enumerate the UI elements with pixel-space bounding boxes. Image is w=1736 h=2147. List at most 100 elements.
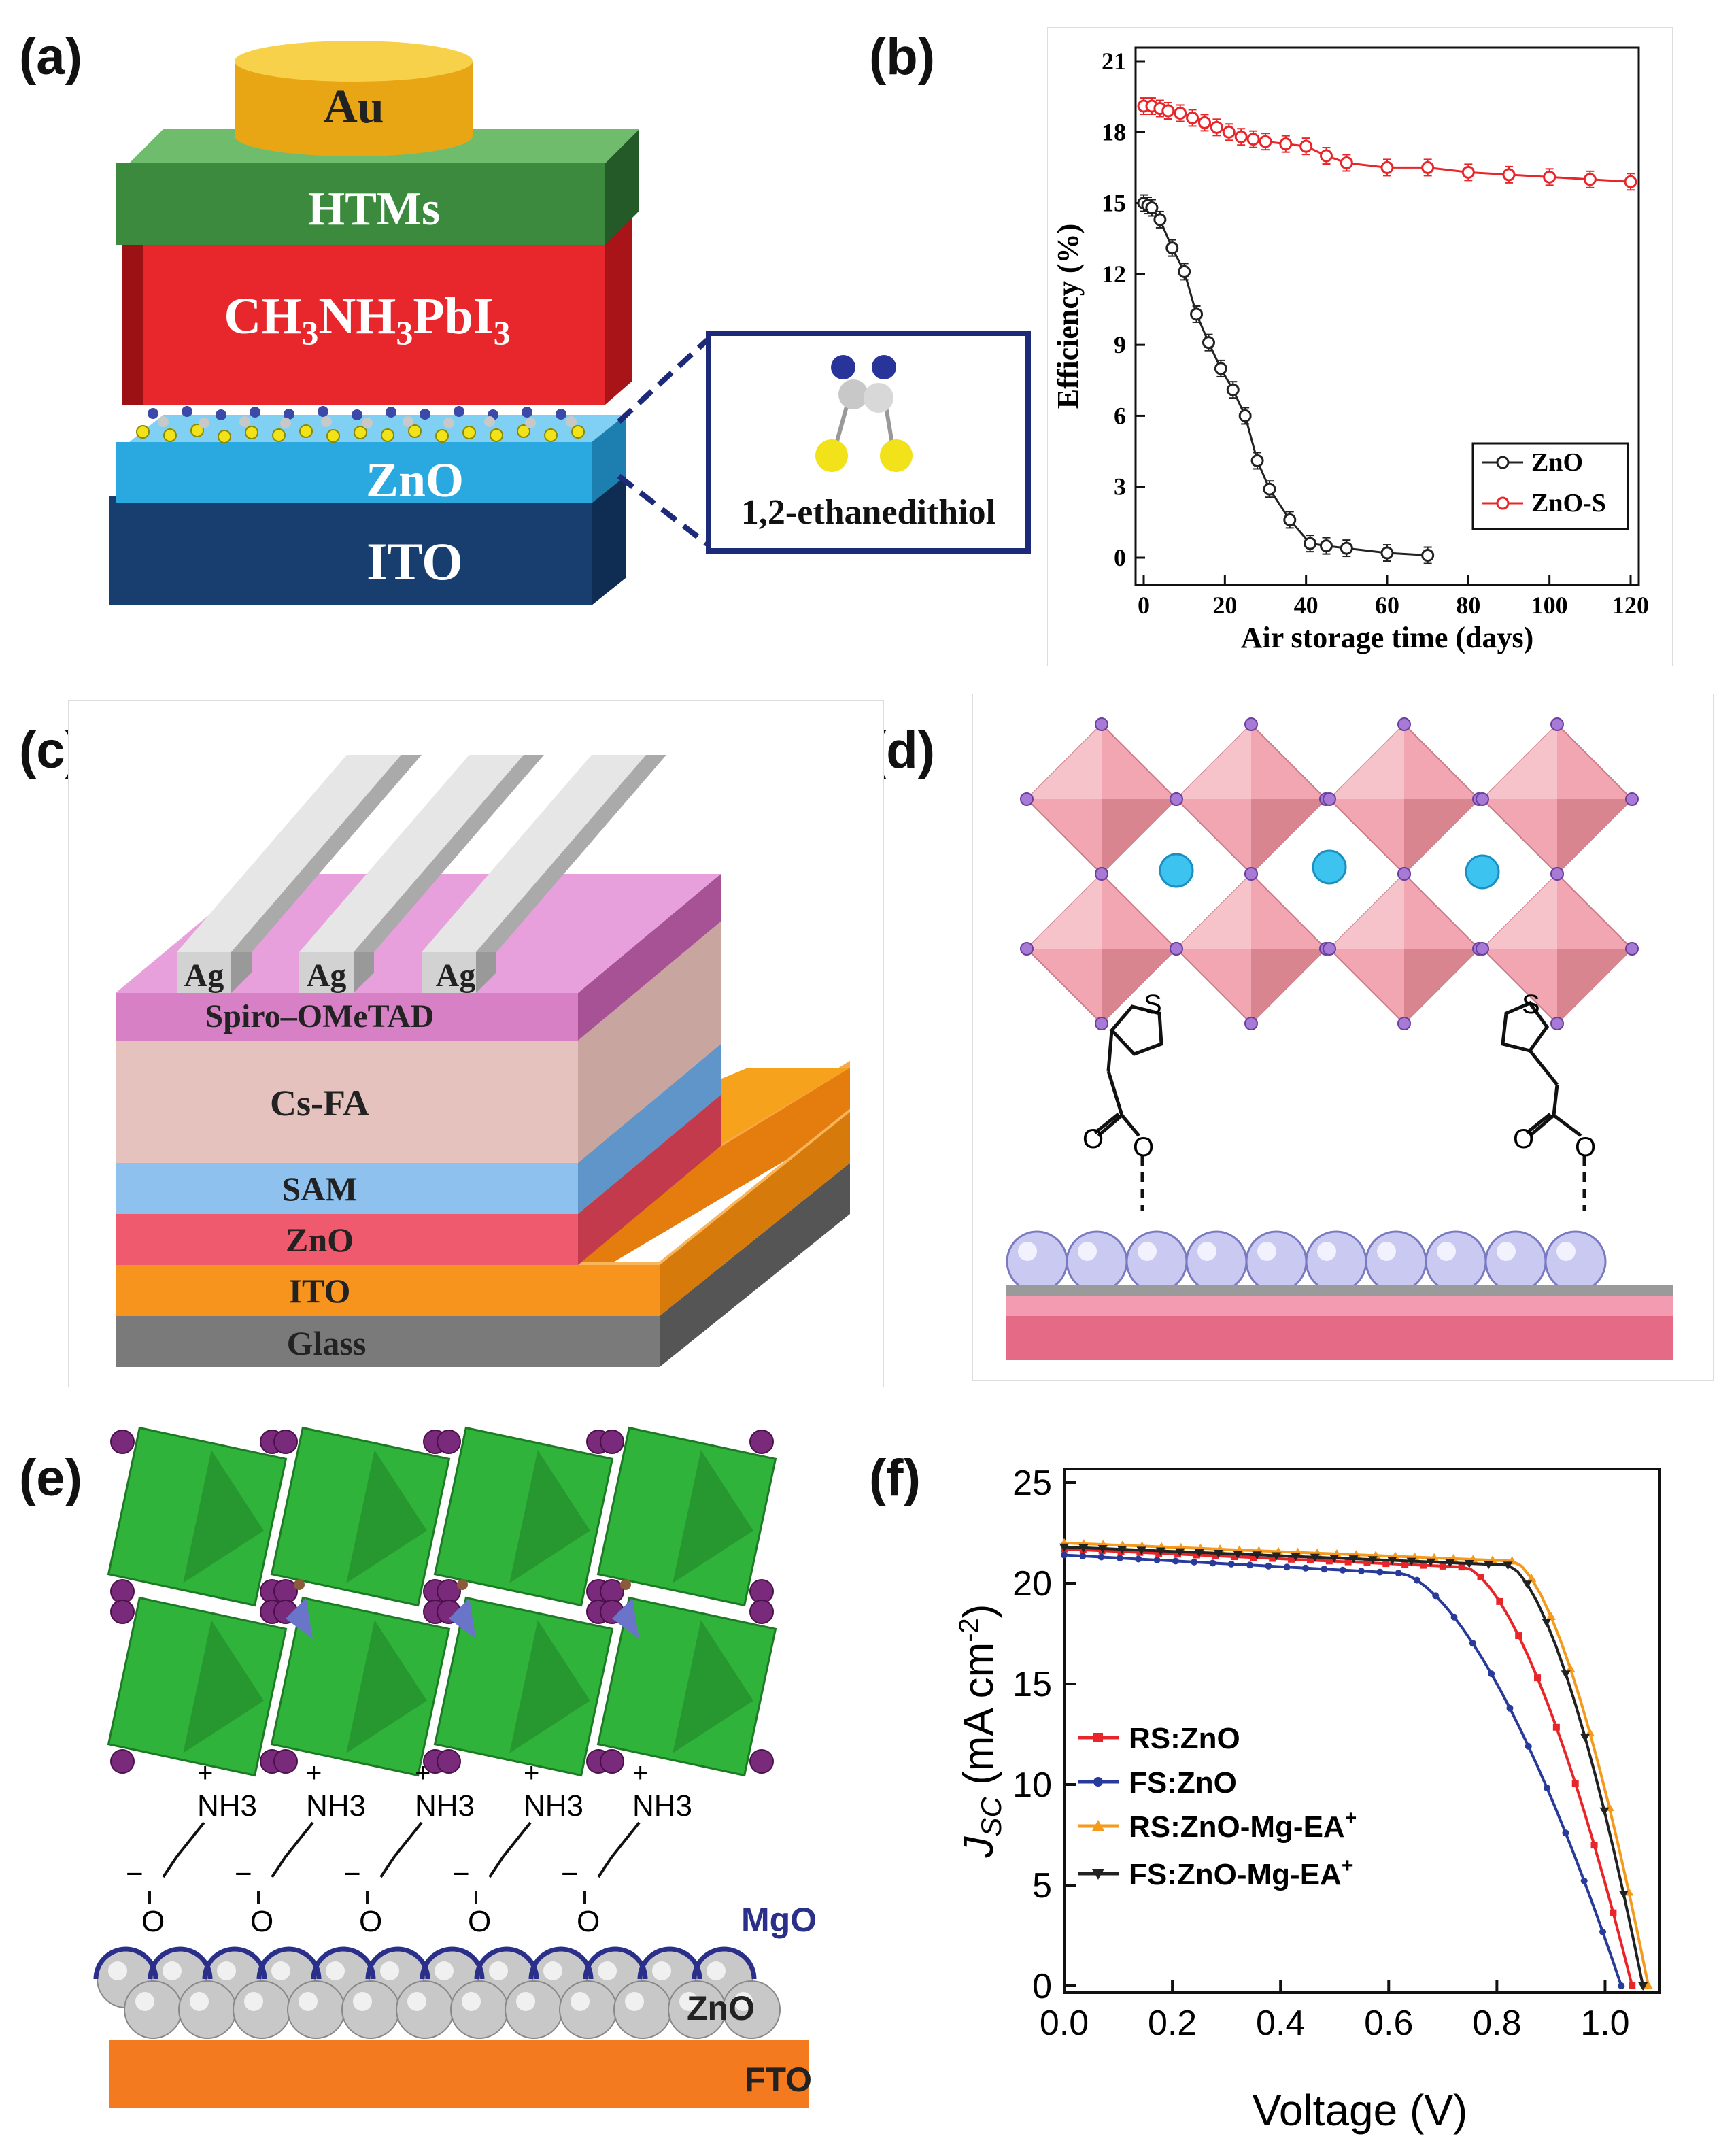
b-y-tick-label: 15 — [1102, 190, 1126, 217]
f-y-tick-label: 10 — [1012, 1765, 1052, 1805]
f-marker — [1116, 1554, 1123, 1561]
e-oxygen-label: O — [468, 1905, 491, 1938]
f-marker — [1227, 1560, 1235, 1568]
b-data-point — [1263, 482, 1276, 496]
f-marker — [1246, 1561, 1254, 1569]
b-x-tick-label: 0 — [1138, 592, 1150, 619]
d-oxygen-right-1: O — [1513, 1124, 1534, 1154]
f-x-tick-label: 0.6 — [1364, 2004, 1413, 2043]
f-marker — [1325, 1557, 1333, 1565]
e-methylammonium-cations — [286, 1579, 639, 1639]
d-cations — [1159, 849, 1500, 890]
f-marker — [1506, 1704, 1514, 1712]
d-oxygen-right-2: O — [1575, 1132, 1596, 1162]
f-marker — [1213, 1549, 1223, 1558]
f-marker — [1265, 1562, 1272, 1570]
f-marker — [1172, 1557, 1179, 1565]
b-x-tick-label: 100 — [1531, 592, 1568, 619]
e-plus-sign: + — [524, 1758, 539, 1788]
c-ag-label-2: Ag — [307, 958, 347, 994]
f-marker — [1445, 1559, 1455, 1568]
b-data-point — [1543, 170, 1556, 184]
b-y-tick-label: 9 — [1114, 331, 1126, 358]
f-marker — [1638, 1982, 1648, 1991]
c-ag-electrodes — [177, 755, 666, 993]
b-data-point — [1340, 541, 1353, 555]
f-y-tick-label: 20 — [1012, 1564, 1052, 1604]
e-oxygen-label: O — [577, 1905, 600, 1938]
f-marker — [1155, 1549, 1163, 1557]
f-marker — [1458, 1563, 1465, 1571]
f-marker — [1367, 1556, 1378, 1565]
f-marker — [1382, 1560, 1390, 1568]
b-data-point — [1624, 175, 1637, 188]
e-minus-sign: − — [235, 1857, 252, 1891]
e-oxygen-label: O — [250, 1905, 273, 1938]
f-marker — [1590, 1842, 1598, 1849]
b-data-point — [1421, 160, 1435, 174]
b-data-point — [1259, 135, 1272, 148]
d-thiophene-acetate-left — [1093, 1004, 1163, 1211]
c-ag-label-1: Ag — [184, 958, 224, 994]
f-marker — [1432, 1592, 1440, 1600]
b-data-point — [1421, 549, 1435, 562]
b-data-point — [1234, 130, 1248, 143]
f-marker — [1395, 1570, 1402, 1577]
f-marker — [1212, 1552, 1219, 1559]
b-data-point — [1210, 120, 1223, 134]
f-legend-label: FS:ZnO-Mg-EA+ — [1129, 1855, 1353, 1891]
d-oxygen-left-2: O — [1133, 1132, 1154, 1162]
d-octahedra-lattice — [1020, 717, 1639, 1030]
b-y-tick-label: 21 — [1102, 48, 1126, 75]
e-plus-sign: + — [306, 1758, 322, 1788]
f-marker — [1136, 1549, 1144, 1556]
panel-d-perovskite-interface: S O O S O O — [972, 694, 1714, 1381]
d-oxygen-left-1: O — [1083, 1124, 1104, 1154]
panel-e-mgo-zno-interface: +NH3−O+NH3−O+NH3−O+NH3−O+NH3−O MgO ZnO F… — [93, 1426, 817, 2108]
f-marker — [1618, 1890, 1629, 1899]
b-data-point — [1145, 201, 1159, 215]
d-sulfur-left: S — [1144, 990, 1162, 1019]
f-marker — [1288, 1555, 1295, 1563]
f-marker — [1618, 1982, 1625, 1989]
f-marker — [1348, 1555, 1359, 1564]
f-marker — [1153, 1556, 1161, 1563]
b-data-point — [1340, 156, 1353, 169]
f-marker — [1546, 1611, 1556, 1620]
f-legend-label: FS:ZnO — [1129, 1766, 1237, 1799]
f-marker — [1561, 1670, 1571, 1679]
b-data-point — [1279, 137, 1293, 151]
b-data-point — [1320, 149, 1333, 163]
b-data-point — [1250, 454, 1264, 467]
f-marker — [1469, 1640, 1476, 1647]
b-y-tick-label: 0 — [1114, 544, 1126, 571]
f-marker — [1191, 1558, 1198, 1566]
f-marker — [1571, 1779, 1579, 1787]
e-amine-label: NH3 — [197, 1789, 257, 1823]
b-y-tick-label: 18 — [1102, 118, 1126, 146]
f-marker — [1135, 1555, 1142, 1563]
b-data-point — [1222, 125, 1236, 139]
f-marker — [1522, 1580, 1532, 1589]
f-marker — [1562, 1829, 1569, 1837]
b-x-tick-label: 120 — [1612, 592, 1649, 619]
b-data-point — [1190, 307, 1204, 321]
b-y-tick-label: 6 — [1114, 402, 1126, 429]
f-marker — [1283, 1563, 1291, 1571]
dithiol-molecule-layer — [136, 406, 585, 443]
f-x-tick-label: 0.2 — [1148, 2004, 1197, 2043]
f-marker — [1231, 1553, 1238, 1561]
f-marker — [1233, 1551, 1243, 1559]
f-y-tick-label: 25 — [1012, 1464, 1052, 1503]
f-marker — [1534, 1674, 1542, 1682]
f-marker — [1439, 1562, 1446, 1570]
c-layer-cs-fa: Cs-FA — [270, 1083, 369, 1123]
e-minus-sign: − — [452, 1857, 470, 1891]
f-x-tick-label: 0.4 — [1256, 2004, 1305, 2043]
e-amine-label: NH3 — [524, 1789, 583, 1823]
f-marker — [1496, 1597, 1503, 1605]
f-x-tick-label: 0.0 — [1040, 2004, 1089, 2043]
f-marker — [1387, 1557, 1397, 1566]
